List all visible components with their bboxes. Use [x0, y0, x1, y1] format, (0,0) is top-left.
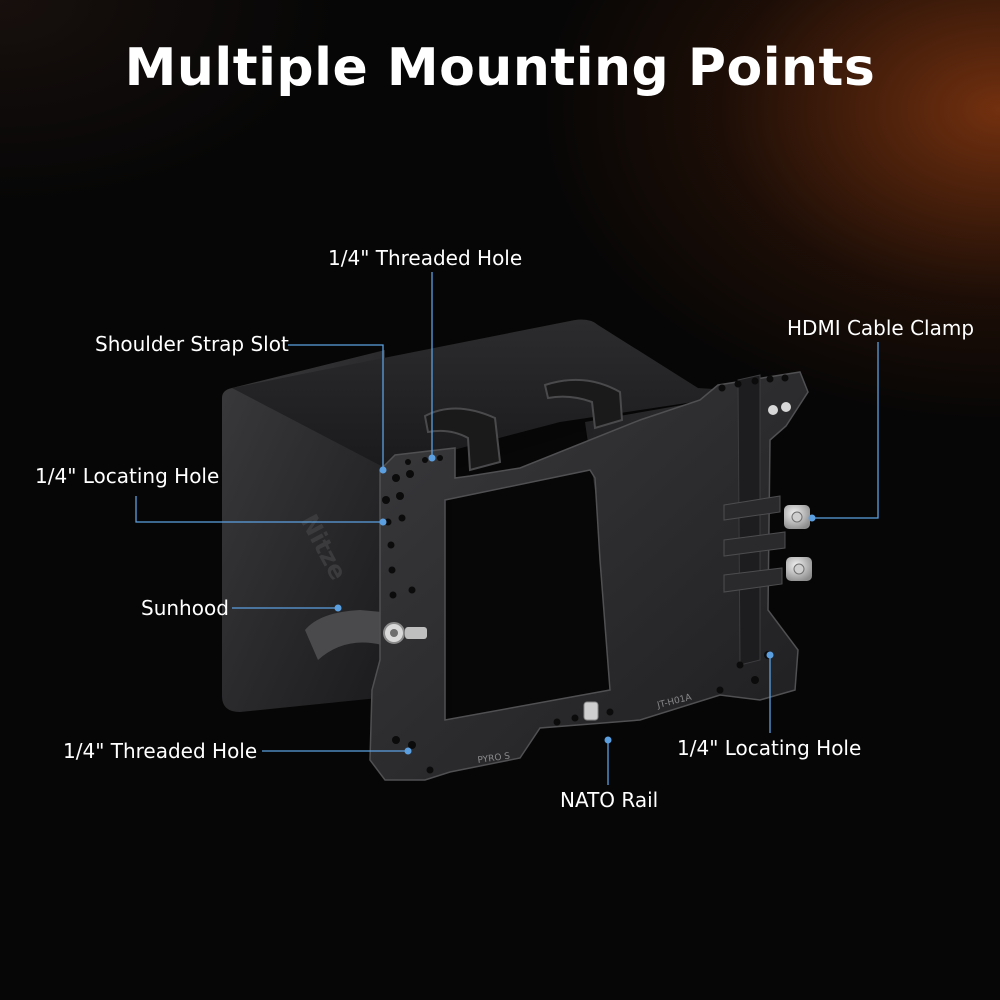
strap-loop-right [543, 378, 624, 430]
leader-hdmi-cable-clamp [812, 342, 879, 519]
nato-rail-holes [553, 708, 614, 726]
engraving-pyro: PYRO S [477, 751, 511, 765]
callout-shoulder-strap-slot: Shoulder Strap Slot [95, 332, 289, 356]
left-lock-screw-center [390, 629, 398, 637]
screen-opening [452, 430, 620, 740]
hdmi-clamp-bracket-middle [723, 531, 786, 557]
nato-center-screw [583, 701, 599, 721]
callout-hdmi-cable-clamp: HDMI Cable Clamp [787, 316, 975, 340]
callout-sunhood: Sunhood [141, 596, 229, 620]
cage-frame [369, 371, 809, 781]
leader-shoulder-strap-slot [288, 344, 384, 470]
hdmi-clamp-screws [784, 505, 812, 581]
leader-locating-hole-left [135, 496, 383, 523]
callout-locating-hole-left: 1/4" Locating Hole [35, 464, 220, 488]
hdmi-clamp-bracket-upper [723, 495, 781, 521]
leader-dots [334, 454, 816, 755]
left-column-holes [382, 455, 443, 774]
page-title: Multiple Mounting Points [124, 38, 876, 98]
strap-loop-left [423, 407, 502, 472]
left-lock-pin [405, 627, 427, 639]
callout-threaded-hole-bottom: 1/4" Threaded Hole [63, 739, 258, 763]
right-column-holes [716, 374, 789, 694]
cage-rear-rail [737, 374, 761, 666]
sunhood-top-panel [232, 319, 760, 468]
callout-locating-hole-right: 1/4" Locating Hole [677, 736, 862, 760]
top-right-screw-b [781, 402, 791, 412]
callout-nato-rail: NATO Rail [560, 788, 659, 812]
callout-threaded-hole-top: 1/4" Threaded Hole [328, 246, 523, 270]
hdmi-clamp-bracket-lower [723, 567, 783, 593]
velcro-tab [305, 610, 382, 660]
top-right-screw-a [768, 405, 778, 415]
leader-lines [135, 272, 879, 785]
